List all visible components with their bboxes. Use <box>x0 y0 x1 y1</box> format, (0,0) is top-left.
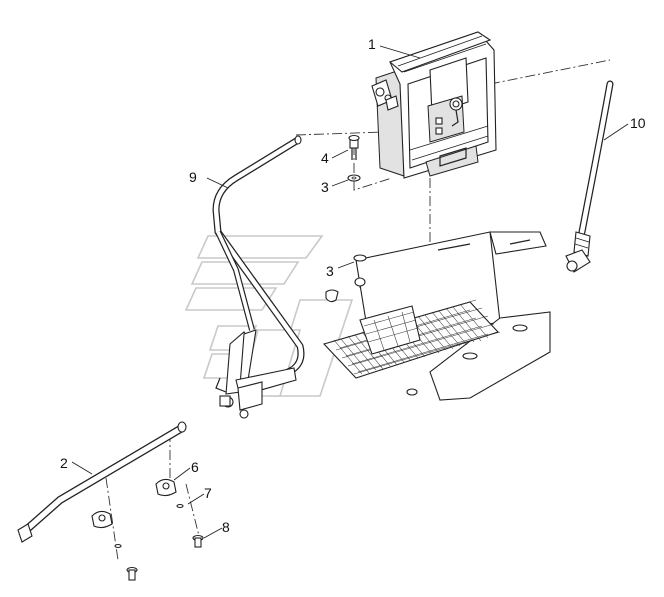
controller-unit <box>371 31 497 179</box>
callout-3-upper: 3 <box>321 179 329 195</box>
callout-3-lower: 3 <box>326 263 334 279</box>
washer-3-upper <box>347 174 361 182</box>
callout-labels: 1 2 3 3 4 6 7 8 9 10 <box>60 36 646 535</box>
clamp-6-left <box>91 510 113 529</box>
alignment-lines <box>105 59 611 561</box>
screw-8-left <box>126 566 138 581</box>
controller-connector <box>371 79 399 111</box>
screw-8-right <box>192 534 204 548</box>
leader-lines <box>71 45 629 539</box>
hose-10 <box>565 80 614 273</box>
callout-6: 6 <box>191 459 199 475</box>
clamp-6-right <box>155 478 177 497</box>
valve-assembly <box>215 329 297 419</box>
callout-1: 1 <box>368 36 376 52</box>
watermark-logo <box>184 235 354 397</box>
callout-7: 7 <box>204 485 212 501</box>
callout-8: 8 <box>222 519 230 535</box>
tube-2 <box>17 421 187 543</box>
callout-4: 4 <box>321 150 329 166</box>
callout-9: 9 <box>189 169 197 185</box>
callout-10: 10 <box>630 115 646 131</box>
washer-7 <box>114 503 184 549</box>
mounting-plate <box>322 231 551 401</box>
bolt-4 <box>348 134 360 160</box>
rod-9 <box>212 135 305 388</box>
callout-2: 2 <box>60 455 68 471</box>
washer-3-lower <box>325 254 367 303</box>
